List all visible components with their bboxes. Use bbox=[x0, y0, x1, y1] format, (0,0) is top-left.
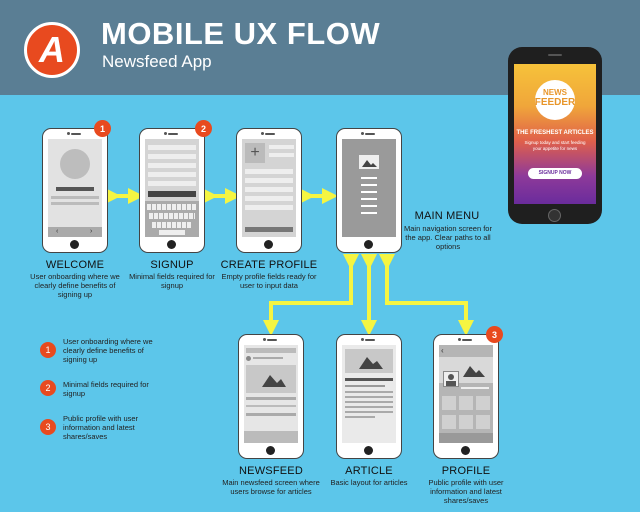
arrow-main-newsfeed bbox=[263, 254, 359, 336]
keyboard[interactable] bbox=[145, 201, 199, 237]
home-button[interactable] bbox=[548, 209, 561, 222]
legend-num-1: 1 bbox=[40, 342, 56, 358]
brand-logo: A bbox=[24, 22, 80, 78]
legend-num-2: 2 bbox=[40, 380, 56, 396]
phone-welcome: ‹ › bbox=[42, 128, 108, 253]
logo-letter: A bbox=[39, 29, 65, 70]
desc-article: Basic layout for articles bbox=[330, 478, 408, 487]
app-tagline: Signup today and start feeding your appe… bbox=[524, 140, 586, 151]
badge-welcome: 1 bbox=[94, 120, 111, 137]
legend-text-1: User onboarding where we clearly define … bbox=[63, 337, 153, 364]
phone-signup bbox=[139, 128, 205, 253]
arrow-main-profile bbox=[379, 254, 474, 336]
phone-create-profile: + bbox=[236, 128, 302, 253]
label-signup: SIGNUP bbox=[150, 259, 194, 271]
welcome-image-placeholder bbox=[60, 149, 90, 179]
page-subtitle: Newsfeed App bbox=[102, 52, 212, 71]
badge-profile: 3 bbox=[486, 326, 503, 343]
logo-line-1: NEWS bbox=[543, 88, 567, 97]
image-icon bbox=[359, 155, 379, 169]
desc-newsfeed: Main newsfeed screen where users browse … bbox=[222, 478, 320, 496]
phone-article bbox=[336, 334, 402, 459]
desc-main-menu: Main navigation screen for the app. Clea… bbox=[404, 224, 492, 251]
label-article: ARTICLE bbox=[345, 465, 393, 477]
app-preview-screen: NEWS FEEDER THE FRESHEST ARTICLES Signup… bbox=[514, 64, 596, 204]
desc-welcome: User onboarding where we clearly define … bbox=[30, 272, 120, 299]
badge-signup: 2 bbox=[195, 120, 212, 137]
app-preview-phone: NEWS FEEDER THE FRESHEST ARTICLES Signup… bbox=[508, 47, 602, 224]
back-icon[interactable]: ‹ bbox=[441, 346, 444, 355]
label-profile: PROFILE bbox=[441, 465, 491, 477]
desc-profile: Public profile with user information and… bbox=[428, 478, 504, 505]
add-photo-icon[interactable]: + bbox=[245, 143, 265, 163]
app-headline: THE FRESHEST ARTICLES bbox=[516, 130, 594, 136]
desc-create-profile: Empty profile fields ready for user to i… bbox=[221, 272, 317, 290]
newsfeed-image bbox=[246, 365, 296, 393]
desc-signup: Minimal fields required for signup bbox=[129, 272, 215, 290]
avatar bbox=[443, 371, 459, 387]
label-welcome: WELCOME bbox=[45, 259, 105, 271]
phone-newsfeed bbox=[238, 334, 304, 459]
logo-line-2: FEEDER bbox=[534, 97, 576, 108]
article-image bbox=[345, 349, 393, 373]
signup-now-button[interactable]: SIGNUP NOW bbox=[528, 168, 582, 179]
legend-text-2: Minimal fields required for signup bbox=[63, 380, 149, 398]
label-newsfeed: NEWSFEED bbox=[239, 465, 303, 477]
label-create-profile: CREATE PROFILE bbox=[220, 259, 318, 271]
legend-text-3: Public profile with user information and… bbox=[63, 414, 139, 441]
news-feeder-logo bbox=[535, 80, 575, 120]
chevron-left-icon[interactable]: ‹ bbox=[56, 228, 59, 235]
page-title: MOBILE UX FLOW bbox=[101, 16, 381, 51]
phone-profile: ‹ bbox=[433, 334, 499, 459]
label-main-menu: MAIN MENU bbox=[414, 210, 480, 222]
phone-main-menu bbox=[336, 128, 402, 253]
legend-num-3: 3 bbox=[40, 419, 56, 435]
chevron-right-icon[interactable]: › bbox=[90, 228, 93, 235]
